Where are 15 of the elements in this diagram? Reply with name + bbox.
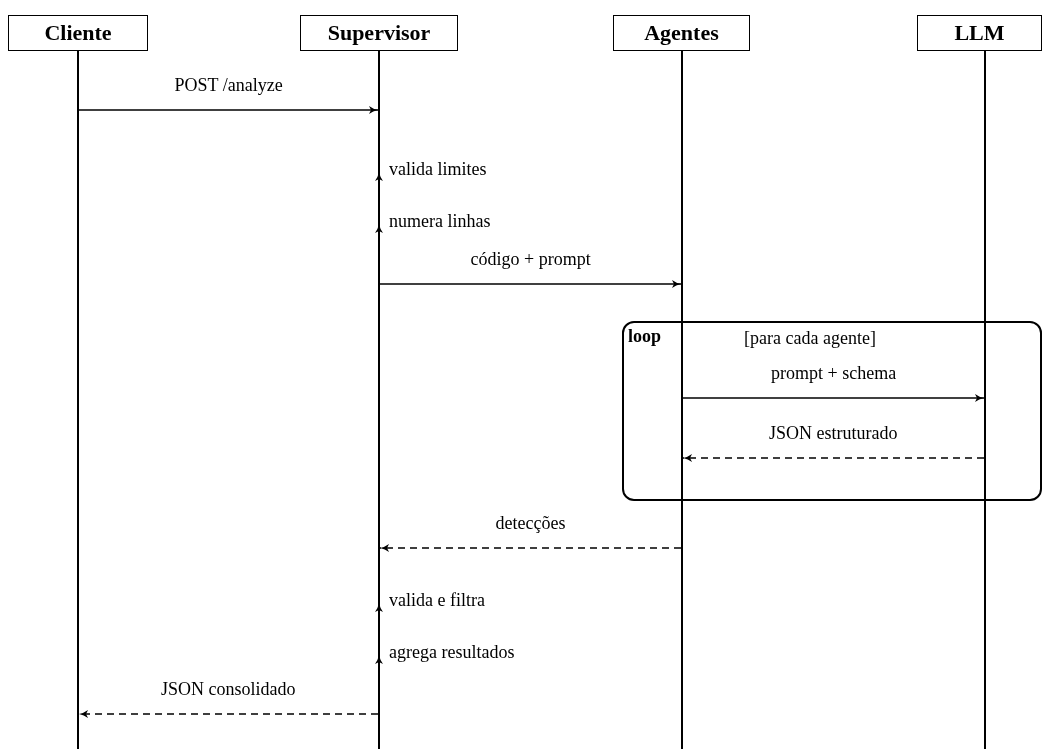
edge-label: detecções <box>495 514 566 534</box>
participant-box: Cliente <box>8 15 148 51</box>
participant-box: Agentes <box>613 15 750 51</box>
lifeline <box>681 51 683 749</box>
participant-box: Supervisor <box>300 15 458 51</box>
participant-box: LLM <box>917 15 1042 51</box>
loop-keyword: loop <box>628 327 661 347</box>
edge-label: código + prompt <box>470 250 591 270</box>
edge-label: prompt + schema <box>771 364 897 384</box>
lifeline <box>378 51 380 749</box>
lifeline <box>77 51 79 749</box>
loop-condition: [para cada agente] <box>744 329 876 349</box>
edge-label: agrega resultados <box>389 643 515 663</box>
lifeline <box>984 51 986 749</box>
edge-label: POST /analyze <box>174 76 283 96</box>
